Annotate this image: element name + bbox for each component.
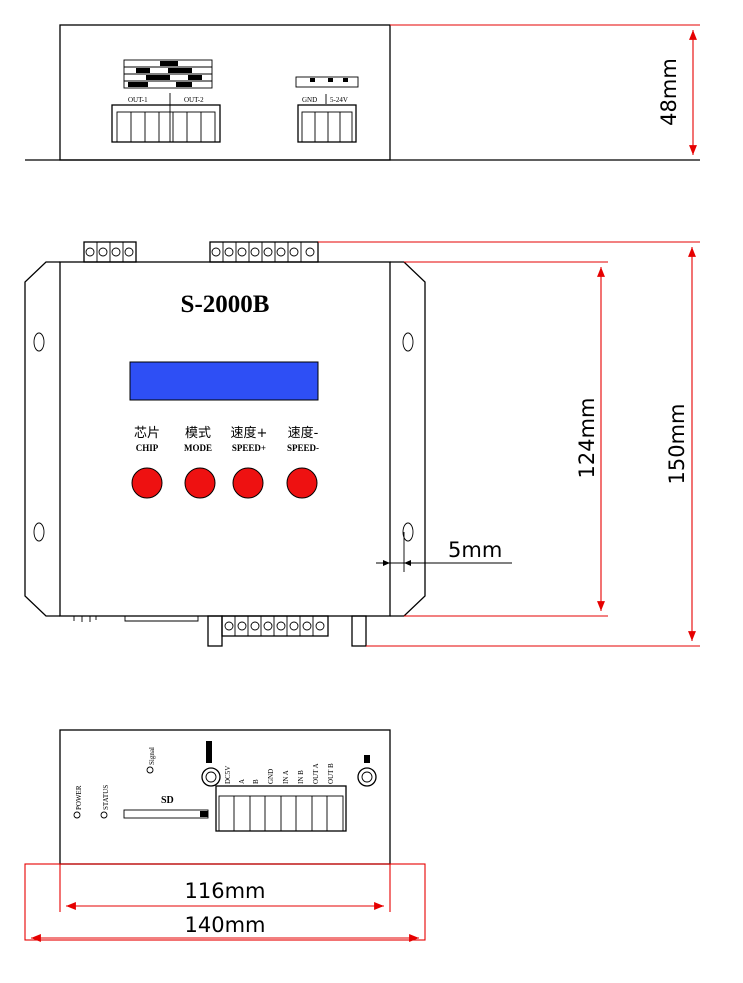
button-chip[interactable]: 芯片 CHIP xyxy=(131,426,163,499)
height-48-label: 48mm xyxy=(657,58,681,126)
button-speed-down[interactable]: 速度- SPEED- xyxy=(286,425,319,499)
flange-5-label: 5mm xyxy=(448,538,502,562)
front-view: S-2000B 芯片 CHIP 模式 MODE 速度+ SPEED+ 速度- S… xyxy=(24,241,700,647)
button-speed-down-en: SPEED- xyxy=(287,443,319,453)
button-mode[interactable]: 模式 MODE xyxy=(184,426,216,499)
front-bottom-parts xyxy=(73,615,367,647)
button-speed-up-en: SPEED+ xyxy=(232,443,266,453)
terminal-label: DC5V xyxy=(224,766,232,784)
terminal-label: B xyxy=(252,779,260,784)
top-power-switch xyxy=(295,76,359,88)
signal-label: Signal xyxy=(148,747,156,765)
sd-card-slot[interactable] xyxy=(123,809,209,819)
height-150-label: 150mm xyxy=(665,404,689,485)
mount-hole-right-top xyxy=(402,332,414,352)
left-knob xyxy=(201,767,221,787)
terminal-label: IN A xyxy=(282,770,290,784)
button-chip-cn: 芯片 xyxy=(134,426,160,441)
top-out-connector xyxy=(111,104,221,143)
button-speed-up-cn: 速度+ xyxy=(231,425,268,441)
chip-button[interactable] xyxy=(131,467,163,499)
terminal-label: OUT A xyxy=(312,763,320,784)
mode-button[interactable] xyxy=(184,467,216,499)
top-switch-block xyxy=(123,59,213,89)
width-140-label: 140mm xyxy=(185,913,266,937)
sd-label: SD xyxy=(161,795,174,806)
right-knob xyxy=(357,767,377,787)
top-power-connector xyxy=(297,104,357,143)
front-top-terminal-right xyxy=(209,241,319,263)
right-flange xyxy=(390,261,426,617)
button-mode-en: MODE xyxy=(184,443,212,453)
button-speed-up[interactable]: 速度+ SPEED+ xyxy=(231,425,268,499)
out1-label: OUT-1 xyxy=(128,96,148,104)
status-label: STATUS xyxy=(102,785,110,810)
speed-up-button[interactable] xyxy=(232,467,264,499)
mount-hole-left-top xyxy=(33,332,45,352)
signal-led xyxy=(146,766,154,774)
button-mode-cn: 模式 xyxy=(185,426,211,441)
terminal-label: GND xyxy=(267,769,275,784)
out2-label: OUT-2 xyxy=(184,96,204,104)
model-title: S-2000B xyxy=(181,291,270,318)
gnd-label: GND xyxy=(302,96,317,104)
height-124-label: 124mm xyxy=(575,398,599,479)
lcd-display xyxy=(129,361,319,401)
top-view-enclosure xyxy=(59,24,391,161)
terminal-label: IN B xyxy=(297,770,305,784)
power-label: POWER xyxy=(75,785,83,810)
button-speed-down-cn: 速度- xyxy=(288,425,319,441)
vin-label: 5-24V xyxy=(330,96,348,104)
bottom-terminal-block xyxy=(215,785,347,832)
left-flange xyxy=(24,261,60,617)
terminal-label: OUT B xyxy=(327,763,335,784)
power-led xyxy=(73,811,81,819)
mount-hole-left-bottom xyxy=(33,522,45,542)
speed-down-button[interactable] xyxy=(286,467,318,499)
mount-hole-right-bottom xyxy=(402,522,414,542)
front-top-terminal-left xyxy=(83,241,137,263)
width-116-label: 116mm xyxy=(185,879,266,903)
status-led xyxy=(100,811,108,819)
top-view: OUT-1 OUT-2 GND 5-24V xyxy=(25,24,700,161)
terminal-label: A xyxy=(238,779,246,784)
bottom-view: POWER STATUS Signal SD DC5V A B GND IN A… xyxy=(24,729,426,942)
button-chip-en: CHIP xyxy=(136,443,159,453)
